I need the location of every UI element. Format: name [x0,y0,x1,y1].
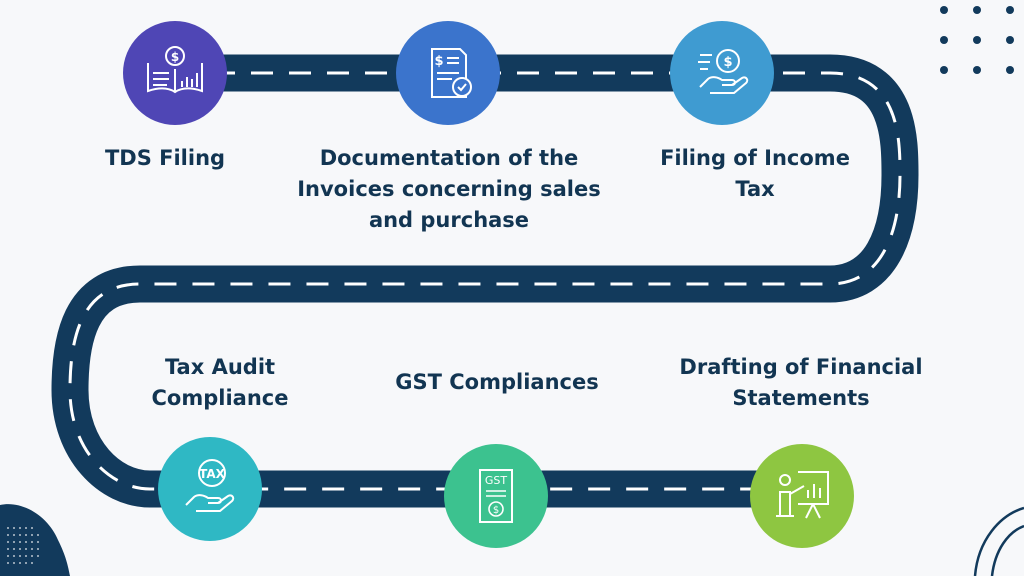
tax-icon-text: TAX [199,467,226,481]
svg-text:$: $ [493,505,499,516]
svg-text:$: $ [434,54,443,69]
svg-text:$: $ [723,55,732,70]
decorative-corner-blob [0,504,70,576]
gst-document-icon: GST $ [479,469,513,523]
step-node-3: $ [670,21,774,125]
step-label-gst: GST Compliances [395,370,599,394]
presentation-chart-icon [776,471,829,519]
step-circle [670,21,774,125]
step-circle [158,437,262,541]
step-label-tds-filing: TDS Filing [104,146,226,170]
step-circle [750,444,854,548]
step-label-financial-statements: Drafting of Financial Statements [679,355,923,410]
step-label-documentation: Documentation of the Invoices concerning… [297,146,601,232]
step-node-5: GST $ [444,444,548,548]
tax-hand-icon: TAX [185,459,235,512]
step-node-2: $ [396,21,500,125]
step-node-1: $ [123,21,227,125]
ledger-dollar-icon: $ [147,46,203,94]
step-label-tax-audit: Tax Audit Compliance [151,355,289,410]
hand-coin-icon: $ [698,49,749,94]
step-label-income-tax: Filing of Income Tax [660,146,850,201]
decorative-corner-arcs [973,506,1024,576]
svg-text:$: $ [171,50,179,64]
step-node-4: TAX [158,437,262,541]
invoice-check-icon: $ [431,48,472,98]
roadmap-path [51,54,919,508]
gst-icon-text: GST [485,474,508,487]
step-node-6 [750,444,854,548]
decorative-dot-grid [940,6,1014,74]
